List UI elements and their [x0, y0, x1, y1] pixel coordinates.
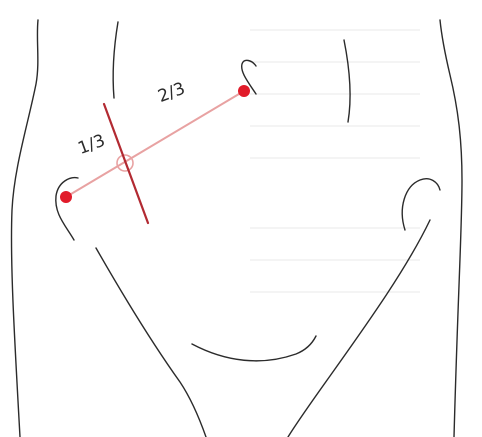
- right-groin-curve: [288, 220, 430, 437]
- left-iliac-crest: [56, 178, 78, 240]
- right-flank-outline: [440, 20, 462, 437]
- left-flank-outline: [11, 20, 38, 437]
- pubic-curve: [192, 336, 316, 361]
- background-texture: [250, 30, 420, 292]
- umbilicus-landmark-dot: [238, 85, 250, 97]
- upper-right-contour: [344, 40, 350, 122]
- incision-line: [104, 104, 148, 223]
- upper-left-contour: [113, 22, 118, 98]
- left-groin-curve: [96, 248, 206, 437]
- asis-landmark-dot: [60, 191, 72, 203]
- right-iliac-crest: [402, 179, 440, 230]
